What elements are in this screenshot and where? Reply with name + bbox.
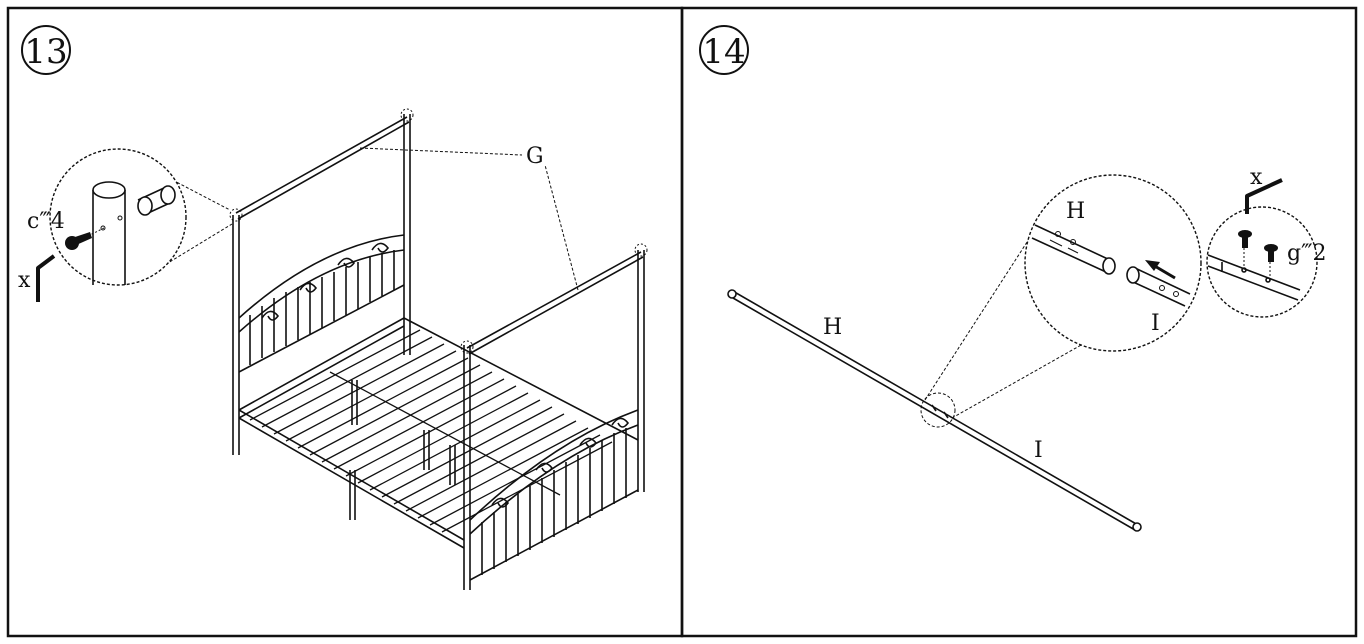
rod-i-label: I [1034,438,1043,463]
allen-key-icon [1245,178,1283,214]
rod-h-label: H [823,315,842,340]
canopy-rails [235,116,644,355]
rod-joint-detail [1024,174,1202,352]
allen-key-icon [36,254,56,302]
center-legs [349,380,456,520]
part-g-label: G [526,144,544,169]
step-14-panel: 14 H I [699,25,1327,532]
bolt-quantity-label: c‴4 [27,209,65,234]
allen-key-label: x [18,268,31,293]
bolt-icon [1238,230,1278,262]
screw-detail [1206,206,1318,318]
headboard [238,234,405,373]
step-14-frame [680,6,1358,638]
joint-marker [920,392,956,428]
screw-quantity-label: g‴2 [1287,241,1327,266]
detail-h-label: H [1066,199,1085,224]
bed-posts [232,114,645,590]
step-13-number-circle [21,25,71,75]
step-13-frame [6,6,684,638]
step-13-panel: 13 [18,25,648,590]
step-14-number-circle [699,25,749,75]
step-13-number: 13 [24,32,67,72]
part-g-leaders [359,147,579,291]
insert-arrow-icon [1145,260,1176,280]
post-top-markers [229,108,648,354]
joint-detail-leaders [924,221,1091,419]
side-rails [238,317,639,549]
canopy-bed-illustration [229,108,648,590]
allen-key-label: x [1250,165,1263,190]
footboard [469,409,639,581]
step-14-number: 14 [702,32,745,72]
detail-i-label: I [1151,311,1160,336]
post-connection-detail [49,148,233,286]
bolt-icon [65,232,92,250]
bed-slats [249,329,613,533]
canopy-rod [727,289,1142,532]
